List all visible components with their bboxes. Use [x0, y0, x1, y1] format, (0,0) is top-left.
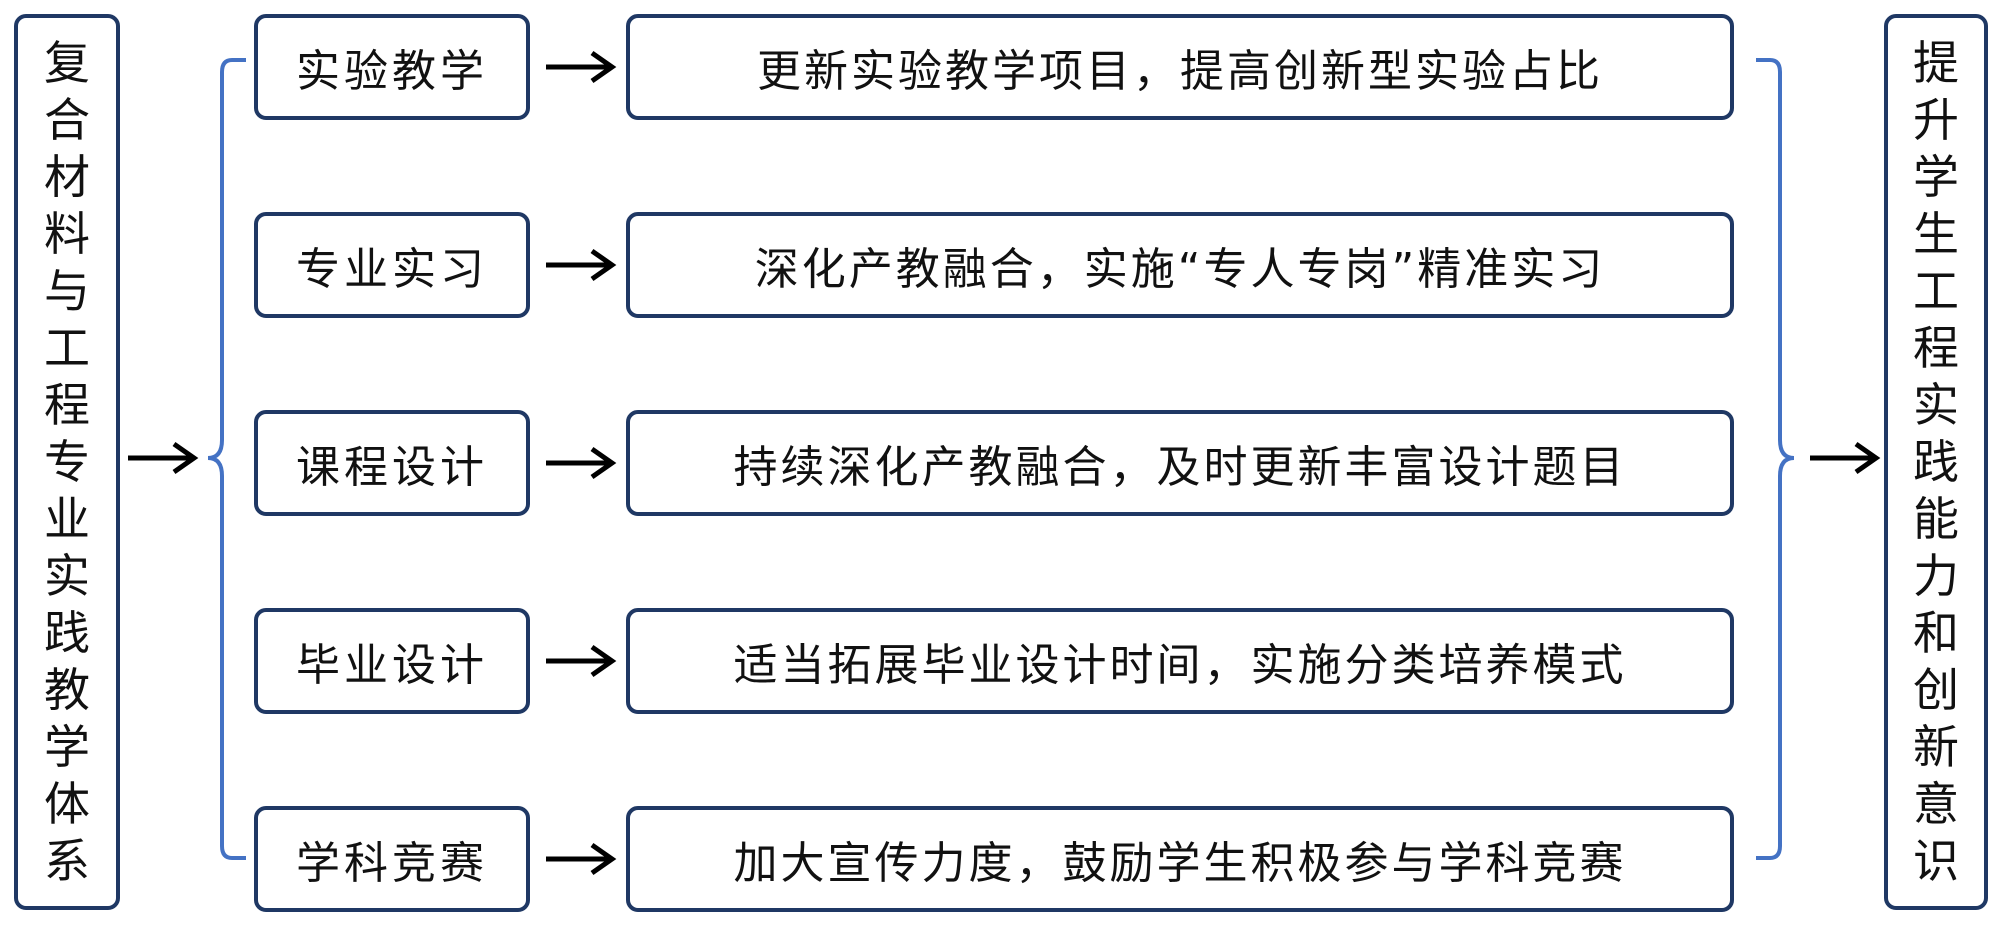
description-label: 更新实验教学项目，提高创新型实验占比	[757, 46, 1603, 97]
source-box: 复合材料与工程专业实践教学体系	[14, 14, 120, 910]
left-bracket	[207, 58, 246, 860]
description-label: 适当拓展毕业设计时间，实施分类培养模式	[733, 640, 1627, 691]
description-label: 加大宣传力度，鼓励学生积极参与学科竞赛	[733, 838, 1627, 889]
description-label: 持续深化产教融合，及时更新丰富设计题目	[733, 442, 1627, 493]
outcome-box: 提升学生工程实践能力和创新意识	[1884, 14, 1988, 910]
row-arrow-1	[546, 50, 617, 84]
category-label: 专业实习	[296, 244, 488, 295]
arrow-to-outcome	[1810, 441, 1881, 475]
row-arrow-2	[546, 248, 617, 282]
description-box-5: 加大宣传力度，鼓励学生积极参与学科竞赛	[626, 806, 1734, 912]
description-box-4: 适当拓展毕业设计时间，实施分类培养模式	[626, 608, 1734, 714]
outcome-label: 提升学生工程实践能力和创新意识	[1913, 35, 1959, 888]
row-arrow-5	[546, 842, 617, 876]
right-bracket	[1756, 58, 1795, 860]
description-box-3: 持续深化产教融合，及时更新丰富设计题目	[626, 410, 1734, 516]
category-label: 学科竞赛	[296, 838, 488, 889]
category-label: 实验教学	[296, 46, 488, 97]
category-label: 毕业设计	[296, 640, 488, 691]
arrow-to-categories	[128, 441, 199, 475]
category-box-4: 毕业设计	[254, 608, 530, 714]
category-box-1: 实验教学	[254, 14, 530, 120]
category-label: 课程设计	[296, 442, 488, 493]
description-box-1: 更新实验教学项目，提高创新型实验占比	[626, 14, 1734, 120]
category-box-5: 学科竞赛	[254, 806, 530, 912]
row-arrow-3	[546, 446, 617, 480]
category-box-2: 专业实习	[254, 212, 530, 318]
description-label: 深化产教融合，实施“专人专岗”精准实习	[754, 244, 1606, 295]
description-box-2: 深化产教融合，实施“专人专岗”精准实习	[626, 212, 1734, 318]
category-box-3: 课程设计	[254, 410, 530, 516]
source-label: 复合材料与工程专业实践教学体系	[44, 35, 90, 888]
row-arrow-4	[546, 644, 617, 678]
